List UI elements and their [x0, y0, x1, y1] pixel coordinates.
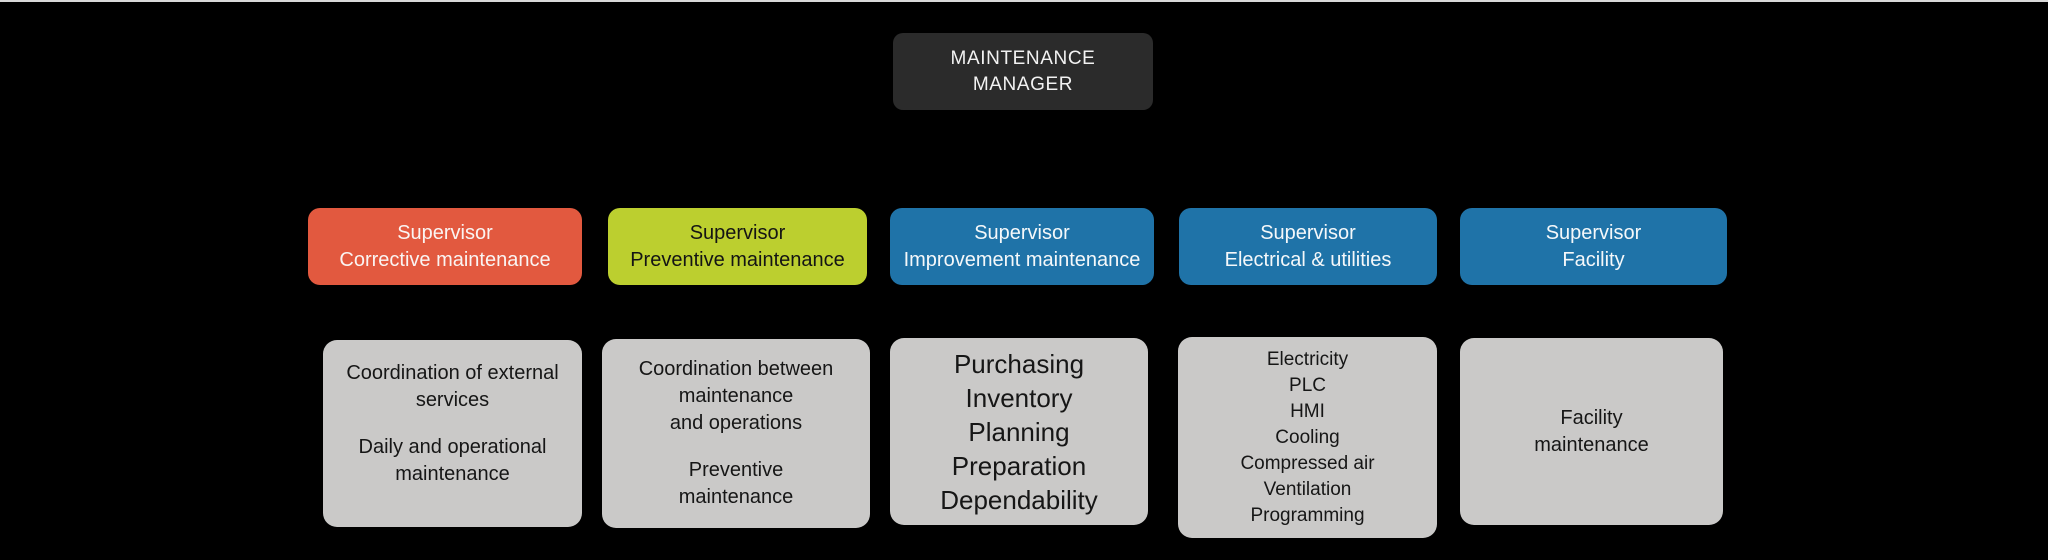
supervisor-box-electrical-utilities: Supervisor Electrical & utilities [1179, 208, 1437, 285]
responsibility-line: services [415, 388, 490, 411]
responsibilities-card-corrective: Coordination of external services Daily … [323, 340, 582, 527]
responsibility-line: Cooling [1275, 426, 1340, 448]
supervisor-subtitle-line: Improvement maintenance [903, 248, 1141, 271]
responsibility-line: Dependability [940, 484, 1098, 515]
responsibility-line: Ventilation [1263, 478, 1352, 500]
supervisor-title-line: Supervisor [1545, 221, 1642, 244]
responsibility-line: Compressed air [1240, 452, 1375, 474]
responsibility-line: Coordination of external [346, 361, 559, 384]
top-border-line [0, 0, 2048, 2]
responsibility-line: Daily and operational [358, 435, 547, 458]
responsibility-line: maintenance [678, 385, 794, 407]
responsibility-line: Planning [968, 416, 1070, 447]
responsibility-line: HMI [1290, 400, 1325, 422]
supervisor-subtitle-line: Facility [1562, 248, 1625, 271]
responsibility-line: Facility [1560, 406, 1623, 429]
supervisor-title-line: Supervisor [397, 221, 493, 244]
supervisor-subtitle-line: Preventive maintenance [630, 248, 845, 271]
supervisor-box-facility: Supervisor Facility [1460, 208, 1727, 285]
supervisor-title-line: Supervisor [974, 221, 1070, 244]
responsibility-line: Purchasing [953, 348, 1085, 379]
supervisor-subtitle-line: Corrective maintenance [339, 248, 551, 271]
supervisor-subtitle-line: Electrical & utilities [1224, 248, 1392, 271]
responsibility-line: maintenance [678, 486, 794, 508]
responsibilities-card-preventive: Coordination between maintenance and ope… [602, 339, 870, 528]
responsibilities-card-facility: Facility maintenance [1460, 338, 1723, 525]
supervisor-title-line: Supervisor [1260, 221, 1356, 244]
manager-title-line: MAINTENANCE [950, 47, 1096, 69]
responsibility-line: Electricity [1266, 348, 1349, 370]
responsibility-line: and operations [669, 412, 803, 434]
responsibility-line: maintenance [395, 462, 510, 485]
responsibilities-card-improvement: Purchasing Inventory Planning Preparatio… [890, 338, 1148, 525]
supervisor-box-improvement-maintenance: Supervisor Improvement maintenance [890, 208, 1154, 285]
responsibility-line: PLC [1289, 374, 1326, 396]
responsibility-line: Preventive [688, 459, 784, 481]
supervisor-box-preventive-maintenance: Supervisor Preventive maintenance [608, 208, 867, 285]
responsibility-line: Programming [1250, 504, 1365, 526]
manager-title-line: MANAGER [972, 73, 1074, 95]
responsibility-line: Inventory [965, 382, 1073, 413]
maintenance-manager-box: MAINTENANCE MANAGER [893, 33, 1153, 110]
supervisor-title-line: Supervisor [689, 221, 786, 244]
responsibility-line: Coordination between [638, 358, 834, 380]
responsibility-line: Preparation [951, 450, 1087, 481]
responsibility-line: maintenance [1534, 433, 1649, 456]
responsibilities-card-electrical: Electricity PLC HMI Cooling Compressed a… [1178, 337, 1437, 538]
supervisor-box-corrective-maintenance: Supervisor Corrective maintenance [308, 208, 582, 285]
